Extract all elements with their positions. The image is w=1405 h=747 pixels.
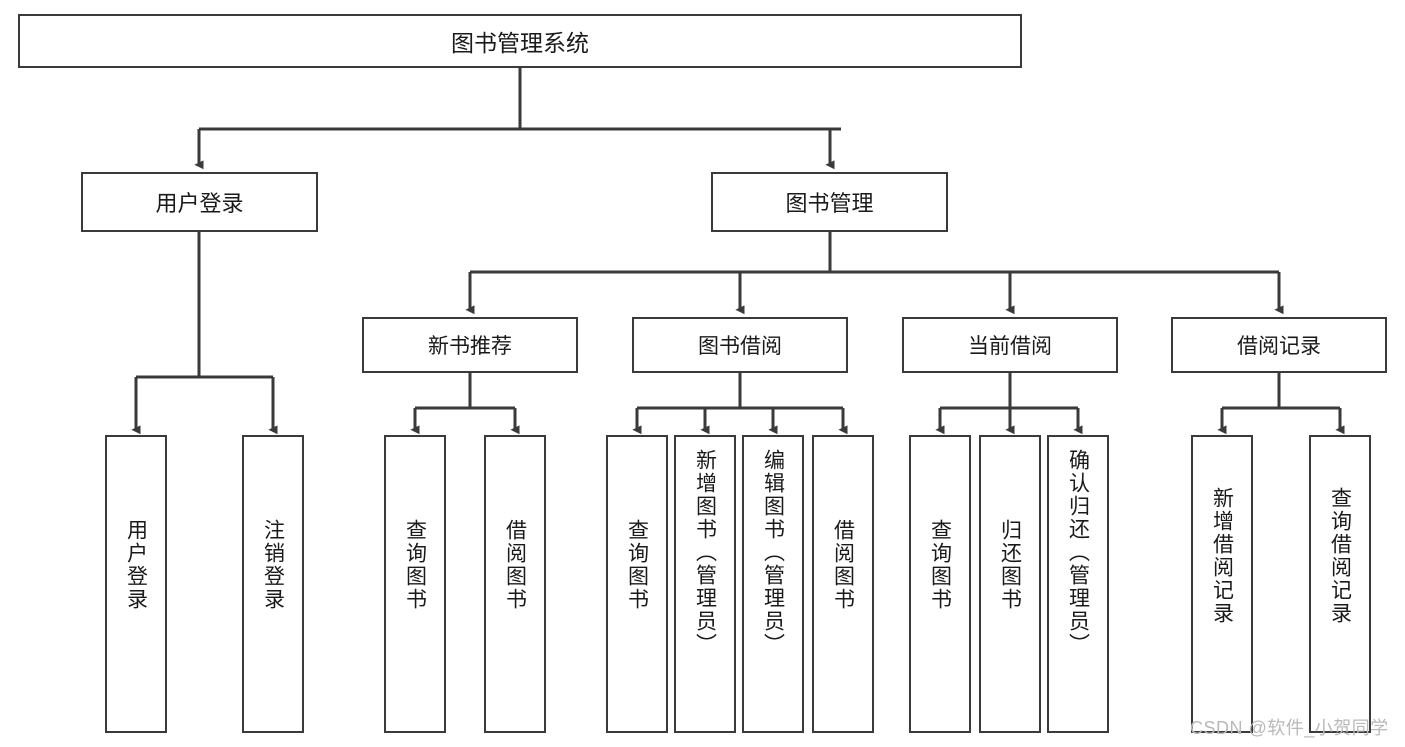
leaf-logout-login[interactable]: 注销登录 [242, 435, 304, 733]
leaf-query-book-recommend[interactable]: 查询图书 [384, 435, 446, 733]
leaf-add-book-admin[interactable]: 新增图书（管理员） [674, 435, 736, 733]
leaf-query-book-borrow[interactable]: 查询图书 [606, 435, 668, 733]
node-label: 图书借阅 [698, 335, 782, 358]
node-label: 编辑图书（管理员） [761, 449, 785, 656]
node-label: 新增借阅记录 [1210, 487, 1234, 625]
node-label: 查询图书 [928, 519, 952, 611]
node-label: 查询图书 [625, 519, 649, 611]
node-new-book-recommend[interactable]: 新书推荐 [362, 317, 578, 373]
leaf-borrow-book-borrow[interactable]: 借阅图书 [812, 435, 874, 733]
leaf-return-book[interactable]: 归还图书 [979, 435, 1041, 733]
leaf-borrow-book-recommend[interactable]: 借阅图书 [484, 435, 546, 733]
node-current-borrow[interactable]: 当前借阅 [902, 317, 1118, 373]
node-book-management[interactable]: 图书管理 [711, 172, 948, 232]
leaf-query-borrow-record[interactable]: 查询借阅记录 [1309, 435, 1371, 733]
node-borrow-record[interactable]: 借阅记录 [1171, 317, 1387, 373]
leaf-user-login[interactable]: 用户登录 [105, 435, 167, 733]
leaf-add-borrow-record[interactable]: 新增借阅记录 [1191, 435, 1253, 733]
node-label: 确认归还（管理员） [1066, 449, 1090, 656]
leaf-confirm-return-admin[interactable]: 确认归还（管理员） [1047, 435, 1109, 733]
node-label: 当前借阅 [968, 335, 1052, 358]
node-label: 借阅图书 [503, 519, 527, 611]
node-label: 新书推荐 [428, 335, 512, 358]
csdn-watermark: CSDN @软件_小贺同学 [1190, 718, 1389, 738]
node-label: 新增图书（管理员） [693, 449, 717, 656]
leaf-query-book-current[interactable]: 查询图书 [909, 435, 971, 733]
node-label: 借阅图书 [831, 519, 855, 611]
node-label: 图书管理 [785, 191, 874, 216]
node-label: 归还图书 [998, 519, 1022, 611]
node-label: 图书管理系统 [451, 30, 589, 56]
leaf-edit-book-admin[interactable]: 编辑图书（管理员） [742, 435, 804, 733]
node-label: 借阅记录 [1237, 335, 1321, 358]
node-root-system[interactable]: 图书管理系统 [18, 14, 1022, 68]
node-label: 查询借阅记录 [1328, 487, 1352, 625]
node-label: 用户登录 [124, 519, 148, 611]
node-book-borrow[interactable]: 图书借阅 [632, 317, 848, 373]
node-label: 用户登录 [155, 191, 244, 216]
node-user-login[interactable]: 用户登录 [81, 172, 318, 232]
node-label: 查询图书 [403, 519, 427, 611]
node-label: 注销登录 [261, 519, 285, 611]
